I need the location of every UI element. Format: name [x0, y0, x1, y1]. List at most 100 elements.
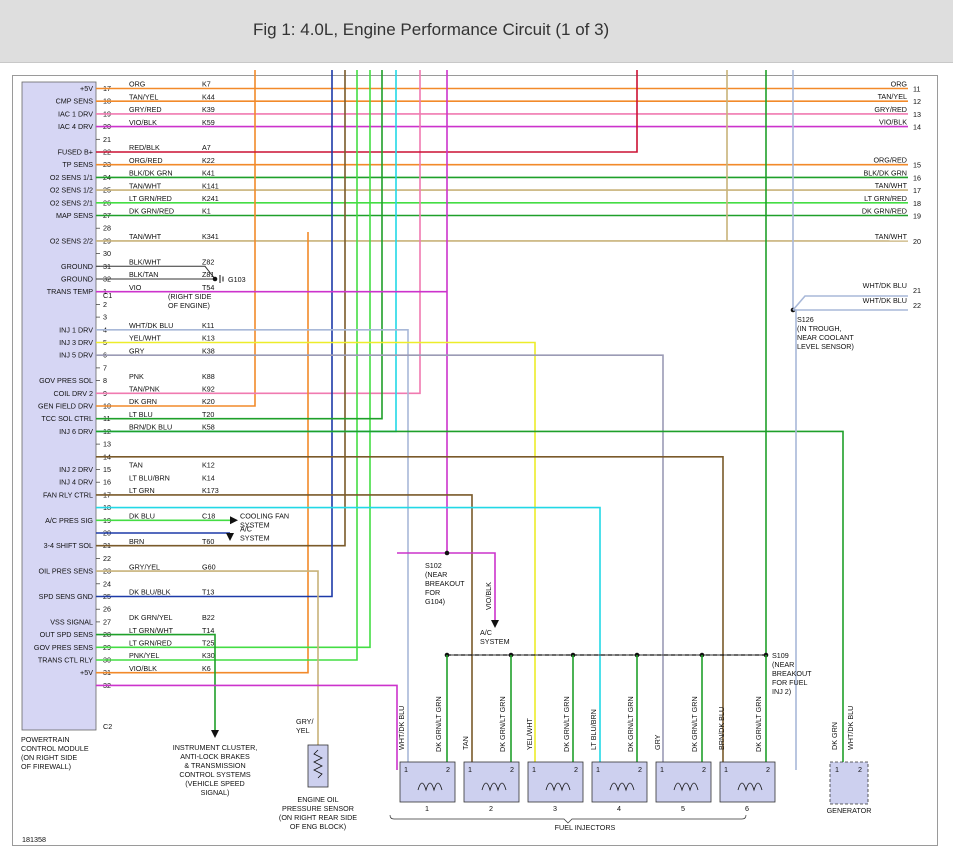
ac-system-arrow [491, 620, 499, 628]
pin-number: 13 [103, 440, 111, 449]
right-pin-number: 16 [913, 173, 921, 182]
circuit-number-label: T14 [202, 626, 214, 635]
connector-c1-label: C1 [103, 291, 112, 300]
injector-pin-1: 1 [468, 765, 472, 774]
pin-function-label: MAP SENS [56, 211, 93, 220]
wire-color-label: LT GRN [129, 486, 155, 495]
pin-function-label: INJ 1 DRV [59, 325, 93, 334]
circuit-number-label: G60 [202, 562, 216, 571]
wire-color-label: BLK/TAN [129, 270, 158, 279]
circuit-number-label: K341 [202, 232, 219, 241]
wire-color-label: DK GRN/YEL [129, 613, 173, 622]
injector-wire-b-label: DK GRN/LT GRN [434, 696, 443, 752]
injector-coil-icon [417, 782, 443, 792]
injector-pin-2: 2 [702, 765, 706, 774]
injector-wire-b-label: DK GRN/LT GRN [690, 696, 699, 752]
pin-function-label: TRANS CTL RLY [38, 656, 93, 665]
pin-number: 7 [103, 363, 107, 372]
right-pin-number: 15 [913, 161, 921, 170]
injector-wire-b-label: DK GRN/LT GRN [626, 696, 635, 752]
right-pin-number: 19 [913, 212, 921, 221]
wire-color-label: PNK [129, 372, 144, 381]
injector-pin-2: 2 [446, 765, 450, 774]
injector-pin-1: 1 [724, 765, 728, 774]
wire-dk-grn-k20 [96, 70, 383, 420]
right-pin-number: 17 [913, 186, 921, 195]
right-wire-color-label: DK GRN/RED [862, 207, 907, 216]
pin-function-label: O2 SENS 2/2 [50, 236, 93, 245]
wire-color-label: ORG/RED [129, 156, 163, 165]
circuit-number-label: K92 [202, 385, 215, 394]
pin-function-label: INJ 5 DRV [59, 351, 93, 360]
connector-c2-label: C2 [103, 722, 112, 731]
pcm-module-label: OF FIREWALL) [21, 762, 71, 771]
pin-function-label: VSS SIGNAL [50, 617, 93, 626]
wire-tan-pnk-k92-column [96, 70, 256, 407]
pin-number: 8 [103, 376, 107, 385]
pin-function-label: FAN RLY CTRL [43, 490, 93, 499]
injectors-bracket [389, 814, 747, 824]
cluster-arrow [211, 730, 219, 738]
instrument-cluster-label: (VEHICLE SPEED [185, 779, 245, 788]
wire-color-label: GRY/YEL [129, 562, 160, 571]
wire-color-label: TAN/WHT [129, 181, 162, 190]
wire-wht-dk-blu-k11 [96, 328, 409, 770]
wire-gry-yel-g60 [96, 570, 319, 745]
pin-function-label: INJ 4 DRV [59, 478, 93, 487]
sensor-resistor-icon [313, 749, 323, 779]
pin-number: 15 [103, 465, 111, 474]
wire-color-label: GRY/RED [129, 105, 162, 114]
circuit-number-label: K241 [202, 194, 219, 203]
pin-number: 28 [103, 224, 111, 233]
circuit-number-label: K20 [202, 397, 215, 406]
pin-function-label: GOV PRES SOL [39, 376, 93, 385]
splice-s102-label: S102 [425, 561, 442, 570]
fuel-injectors-label: FUEL INJECTORS [555, 823, 616, 832]
injector-coil-icon [673, 782, 699, 792]
generator-pin-2: 2 [858, 765, 862, 774]
pin-function-label: +5V [80, 668, 93, 677]
pin-function-label: INJ 3 DRV [59, 338, 93, 347]
circuit-number-label: K141 [202, 181, 219, 190]
splice-s126-label: S126 [797, 315, 814, 324]
right-wire-color-label: LT GRN/RED [864, 194, 907, 203]
right-wire-color-label: ORG [891, 80, 908, 89]
splice-s109-label: S109 [772, 651, 789, 660]
splice-s102-label: (NEAR [425, 570, 447, 579]
oil-pressure-sensor-label: PRESSURE SENSOR [282, 804, 354, 813]
injector-number: 6 [745, 804, 749, 813]
wire-color-label: LT GRN/WHT [129, 626, 174, 635]
wire-color-label: GRY [129, 346, 145, 355]
injector-coil-icon [609, 782, 635, 792]
cooling-fan-label: SYSTEM [240, 520, 270, 529]
splice-s109-label: INJ 2) [772, 687, 791, 696]
pin-function-label: OUT SPD SENS [40, 630, 94, 639]
right-pin-number: 12 [913, 97, 921, 106]
injector-pin-2: 2 [510, 765, 514, 774]
injector-wire-b-label: DK GRN/LT GRN [754, 696, 763, 752]
injector-pin-1: 1 [660, 765, 664, 774]
injector-coil-icon [545, 782, 571, 792]
circuit-number-label: K58 [202, 423, 215, 432]
wire-color-label: PNK/YEL [129, 651, 159, 660]
pin-function-label: COIL DRV 2 [53, 389, 93, 398]
wire-color-label: VIO/BLK [129, 664, 157, 673]
pin-function-label: INJ 6 DRV [59, 427, 93, 436]
pin-number: 27 [103, 617, 111, 626]
right-pin-number: 11 [913, 85, 920, 94]
page-title: Fig 1: 4.0L, Engine Performance Circuit … [253, 20, 610, 39]
pin-function-label: O2 SENS 2/1 [50, 198, 93, 207]
circuit-number-label: K88 [202, 372, 215, 381]
wire-color-label: VIO [129, 283, 142, 292]
ac-system-2-label: A/C [480, 628, 492, 637]
ac-system-label: A/C [240, 525, 252, 534]
circuit-number-label: T54 [202, 283, 214, 292]
wire-color-label: LT BLU/BRN [129, 473, 170, 482]
circuit-number-label: A7 [202, 143, 211, 152]
pin-function-label: INJ 2 DRV [59, 465, 93, 474]
wire-color-label: VIO/BLK [129, 118, 157, 127]
wire-lt-blu-brn-k14 [96, 506, 601, 770]
ac-pres-arrow-placeholder [226, 533, 234, 541]
ground-junction-dot [212, 276, 218, 282]
fuel-injector-6 [719, 761, 776, 803]
